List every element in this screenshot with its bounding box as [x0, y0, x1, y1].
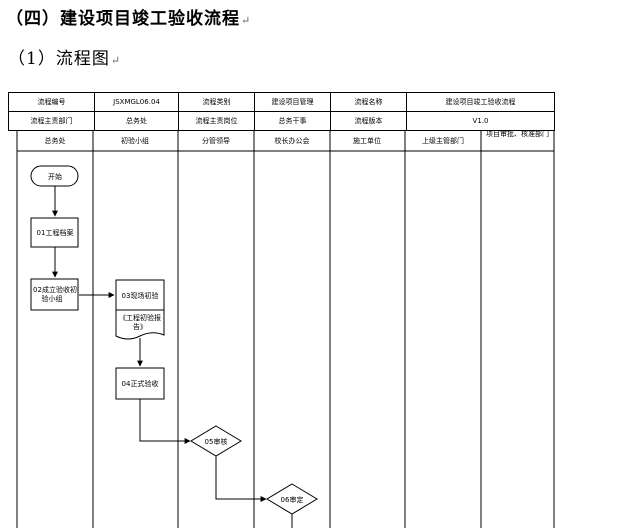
section-subheading: （1）流程图↵: [8, 49, 122, 69]
lane-header-construction-unit: 施工单位: [353, 136, 381, 145]
table-row: 流程编号 JSXMGL06.04 流程类别 建设项目管理 流程名称 建设项目竣工…: [8, 92, 555, 112]
lane-header-superior-dept: 上级主管部门: [422, 136, 464, 145]
process-info-table: 流程编号 JSXMGL06.04 流程类别 建设项目管理 流程名称 建设项目竣工…: [8, 92, 555, 131]
lane-header-leader: 分管领导: [202, 136, 230, 145]
step-03-label: 03现场初验: [122, 291, 159, 300]
section-heading: （四）建设项目竣工验收流程↵: [6, 9, 252, 29]
step-02-node: 02成立验收初 验小组: [30, 278, 79, 311]
start-node: 开始: [30, 165, 79, 187]
paragraph-mark-icon: ↵: [110, 54, 122, 67]
lane-header-general-affairs: 总务处: [45, 136, 66, 145]
report-doc-label-line1: 《工程初验报: [119, 313, 161, 322]
swimlane-frame: [16, 130, 555, 528]
step-04-label: 04正式验收: [122, 379, 159, 388]
step-01-node: 01工程档案: [30, 217, 79, 248]
lane-header-principal-office: 校长办公会: [275, 136, 310, 145]
start-node-label: 开始: [48, 172, 62, 181]
step-04-node: 04正式验收: [115, 367, 165, 400]
flow-connectors: [52, 186, 293, 528]
step-01-label: 01工程档案: [37, 228, 74, 237]
step-02-label-line1: 02成立验收初: [33, 285, 77, 294]
lane-header-inspection-team: 初验小组: [121, 136, 149, 145]
step-03-node: 03现场初验: [115, 279, 165, 311]
step-05-decision: 05审核: [190, 425, 242, 457]
step-06-decision: 06审定: [266, 483, 318, 515]
paragraph-mark-icon: ↵: [241, 14, 252, 27]
step-02-label-line2: 验小组: [42, 294, 63, 303]
step-06-label: 06审定: [281, 495, 304, 504]
owner-dept-value: 总务处: [94, 111, 179, 131]
table-row: 流程主责部门 总务处 流程主责岗位 总务干事 流程版本 V1.0: [8, 111, 555, 131]
report-doc-label-line2: 告》: [133, 322, 147, 331]
inspection-report-document: 《工程初验报 告》: [115, 309, 165, 340]
lane-header-approval-dept: 项目审批、核准部门: [486, 130, 549, 138]
step-05-label: 05审核: [205, 437, 228, 446]
